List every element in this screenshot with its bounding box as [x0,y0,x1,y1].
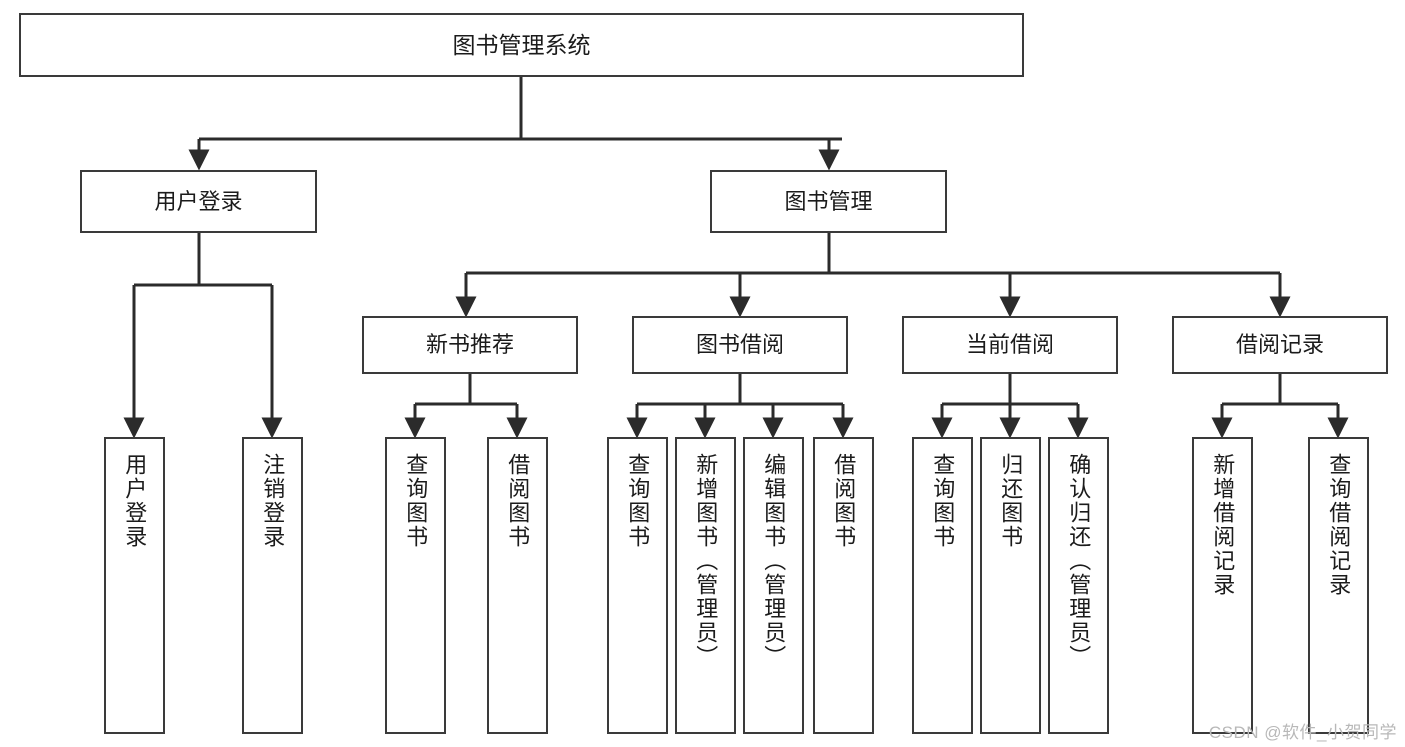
leaf-user-login-signout[interactable]: 注销登录 [242,437,303,734]
node-label: 用户登录 [122,453,148,549]
watermark-text: CSDN @软件_小贺同学 [1208,723,1397,742]
node-label: 借阅图书 [505,453,531,549]
leaf-user-login-signin[interactable]: 用户登录 [104,437,165,734]
node-label: 注销登录 [260,453,286,549]
node-label: 编辑图书（管理员） [761,453,787,669]
leaf-borrow-borrow-book[interactable]: 借阅图书 [813,437,874,734]
node-label: 图书管理系统 [452,31,591,58]
node-label: 查询图书 [403,453,429,549]
leaf-record-query-record[interactable]: 查询借阅记录 [1308,437,1369,734]
leaf-record-add-record[interactable]: 新增借阅记录 [1192,437,1253,734]
node-label: 新书推荐 [425,332,514,358]
leaf-borrow-edit-book[interactable]: 编辑图书（管理员） [743,437,804,734]
node-new-book-recommend[interactable]: 新书推荐 [362,316,578,374]
leaf-current-return-book[interactable]: 归还图书 [980,437,1041,734]
leaf-borrow-add-book[interactable]: 新增图书（管理员） [675,437,736,734]
node-current-borrow[interactable]: 当前借阅 [902,316,1118,374]
node-label: 查询借阅记录 [1326,453,1352,597]
node-borrow-record[interactable]: 借阅记录 [1172,316,1388,374]
leaf-recommend-query-book[interactable]: 查询图书 [385,437,446,734]
leaf-borrow-query-book[interactable]: 查询图书 [607,437,668,734]
node-user-login[interactable]: 用户登录 [80,170,317,233]
leaf-current-query-book[interactable]: 查询图书 [912,437,973,734]
node-label: 借阅图书 [831,453,857,549]
node-label: 图书借阅 [695,332,784,358]
node-label: 确认归还（管理员） [1066,453,1092,669]
leaf-current-confirm-return[interactable]: 确认归还（管理员） [1048,437,1109,734]
node-label: 新增图书（管理员） [693,453,719,669]
node-label: 查询图书 [625,453,651,549]
node-label: 图书管理 [784,188,873,214]
node-root-system[interactable]: 图书管理系统 [19,13,1024,77]
leaf-recommend-borrow-book[interactable]: 借阅图书 [487,437,548,734]
node-label: 查询图书 [930,453,956,549]
node-label: 当前借阅 [965,332,1054,358]
node-book-management[interactable]: 图书管理 [710,170,947,233]
node-label: 用户登录 [154,188,243,214]
node-book-borrow[interactable]: 图书借阅 [632,316,848,374]
node-label: 借阅记录 [1235,332,1324,358]
node-label: 归还图书 [998,453,1024,549]
node-label: 新增借阅记录 [1210,453,1236,597]
